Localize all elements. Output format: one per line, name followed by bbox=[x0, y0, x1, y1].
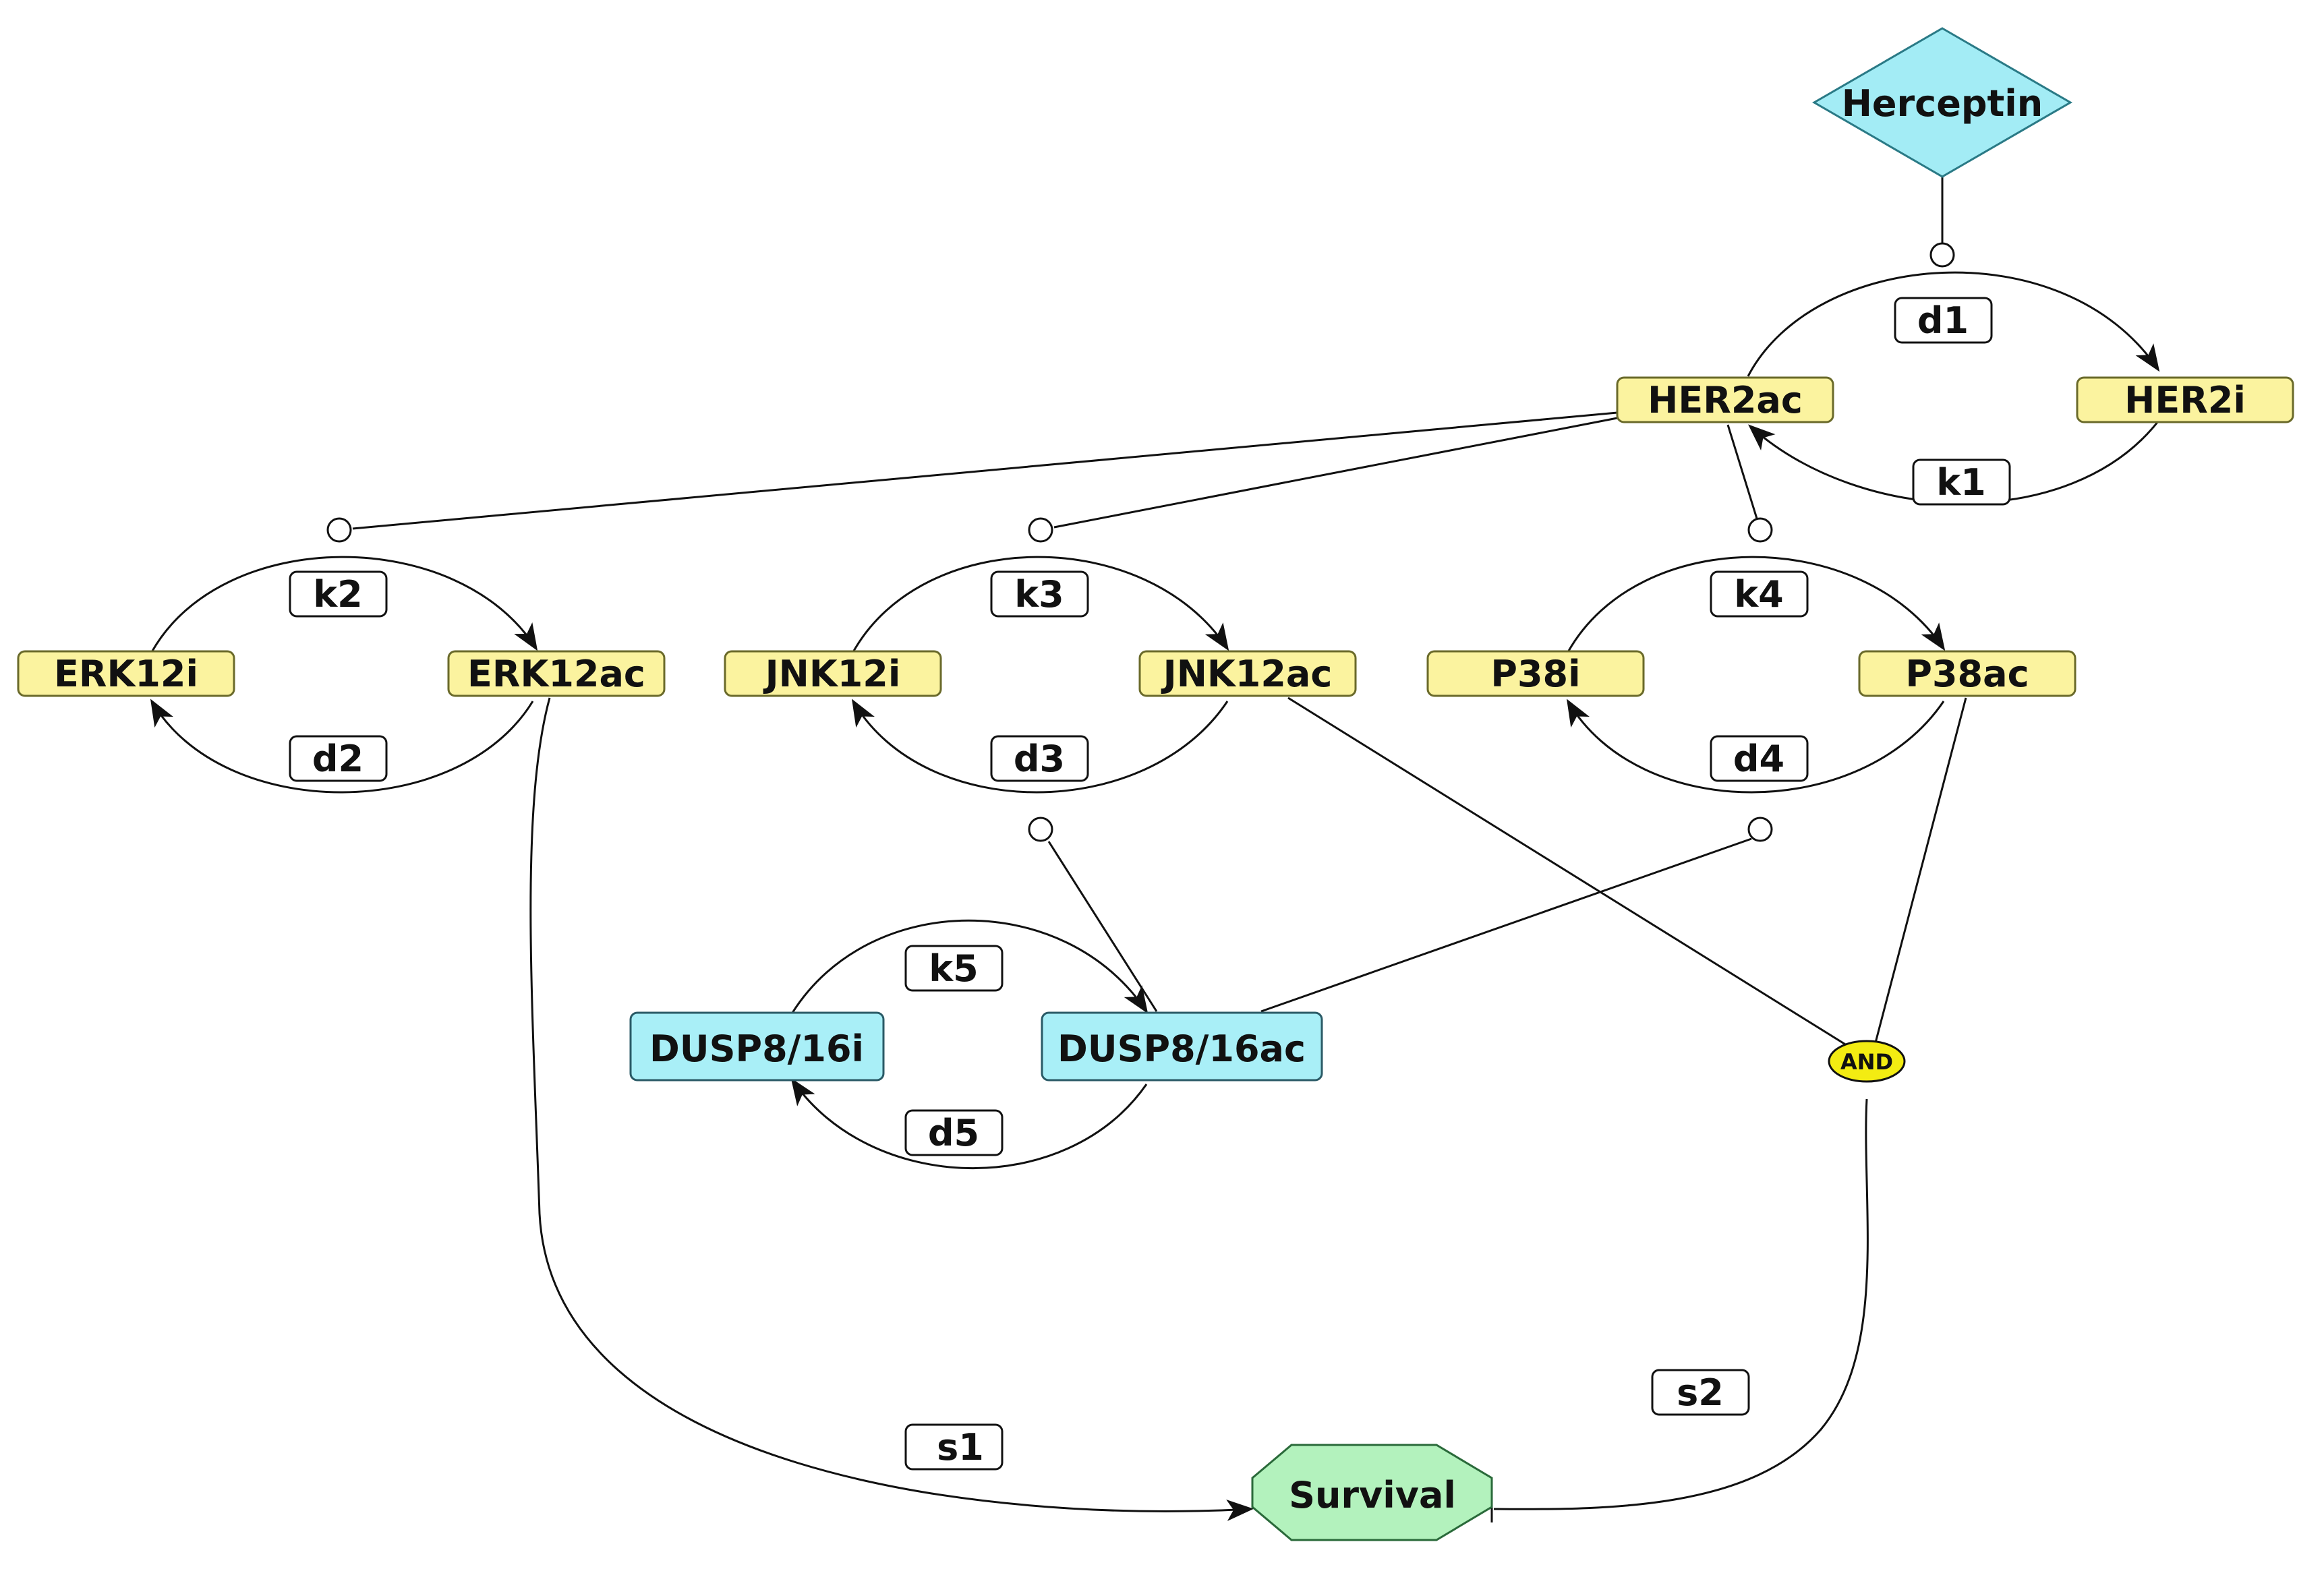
dusp-to-d3-edge bbox=[1047, 841, 1158, 1012]
reaction-label-k3-text: k3 bbox=[1014, 573, 1064, 616]
reaction-label-d1[interactable]: d1 bbox=[1894, 297, 1993, 344]
d2-arc bbox=[150, 699, 534, 794]
d3-modifier-circle bbox=[1028, 817, 1053, 842]
reaction-label-d2-text: d2 bbox=[312, 738, 364, 780]
node-herceptin-label: Herceptin bbox=[1842, 82, 2043, 125]
modifier-sites bbox=[326, 242, 1955, 842]
reaction-label-d5-text: d5 bbox=[928, 1112, 979, 1154]
node-jnk12i-label: JNK12i bbox=[763, 653, 901, 695]
d5-arc bbox=[790, 1077, 1148, 1170]
her2ac-to-k2-edge bbox=[352, 411, 1618, 530]
reaction-label-s1[interactable]: s1 bbox=[904, 1423, 1004, 1471]
d4-modifier-circle bbox=[1747, 817, 1773, 842]
reaction-label-k1-text: k1 bbox=[1936, 461, 1986, 504]
node-erk12ac[interactable]: ERK12ac bbox=[447, 650, 666, 697]
node-p38ac-label: P38ac bbox=[1905, 653, 2029, 695]
node-p38i[interactable]: P38i bbox=[1426, 650, 1645, 697]
k4-modifier-circle bbox=[1747, 517, 1773, 543]
reaction-label-s2[interactable]: s2 bbox=[1651, 1369, 1750, 1416]
reaction-label-d5[interactable]: d5 bbox=[904, 1109, 1004, 1156]
node-dusp-ac[interactable]: DUSP8/16ac bbox=[1041, 1011, 1323, 1082]
node-dusp-i[interactable]: DUSP8/16i bbox=[629, 1011, 885, 1082]
reaction-label-s1-text: s1 bbox=[937, 1426, 984, 1469]
jnk12ac-to-and-edge bbox=[1287, 697, 1847, 1046]
node-p38i-label: P38i bbox=[1490, 653, 1580, 695]
d4-arc bbox=[1566, 699, 1945, 794]
her2ac-to-k4-edge bbox=[1726, 424, 1758, 519]
s2-edge bbox=[1493, 1098, 1869, 1510]
reaction-label-k3[interactable]: k3 bbox=[990, 570, 1089, 618]
node-and-gate[interactable]: AND bbox=[1828, 1040, 1906, 1083]
node-jnk12ac-label: JNK12ac bbox=[1161, 653, 1333, 695]
d3-arc bbox=[851, 699, 1229, 794]
k4-arc bbox=[1567, 556, 1946, 653]
reaction-label-k1[interactable]: k1 bbox=[1912, 458, 2011, 506]
k2-modifier-circle bbox=[326, 517, 352, 543]
reaction-label-k5-text: k5 bbox=[929, 947, 979, 990]
reaction-label-k2[interactable]: k2 bbox=[289, 570, 388, 618]
node-dusp-ac-label: DUSP8/16ac bbox=[1057, 1028, 1306, 1070]
node-her2i-label: HER2i bbox=[2124, 379, 2246, 421]
node-erk12i[interactable]: ERK12i bbox=[17, 650, 235, 697]
node-survival-label: Survival bbox=[1289, 1474, 1456, 1516]
nodes: Herceptin HER2ac HER2i ERK12i ERK12ac JN… bbox=[17, 27, 2294, 1541]
node-herceptin[interactable]: Herceptin bbox=[1812, 27, 2072, 178]
reaction-label-d3-text: d3 bbox=[1014, 738, 1065, 780]
reaction-labels: d1 k1 k2 d2 k3 d3 k4 d4 bbox=[289, 297, 2011, 1471]
reaction-label-d4-text: d4 bbox=[1733, 738, 1784, 780]
k3-modifier-circle bbox=[1028, 517, 1053, 543]
k5-arc bbox=[791, 919, 1149, 1014]
reaction-label-k2-text: k2 bbox=[313, 573, 363, 616]
dusp-to-d4-edge bbox=[1260, 837, 1752, 1013]
reaction-label-d3[interactable]: d3 bbox=[990, 735, 1089, 782]
reaction-label-d4[interactable]: d4 bbox=[1710, 735, 1809, 782]
node-jnk12i[interactable]: JNK12i bbox=[724, 650, 942, 697]
node-erk12i-label: ERK12i bbox=[54, 653, 198, 695]
reaction-label-k5[interactable]: k5 bbox=[904, 945, 1004, 992]
her2ac-to-k3-edge bbox=[1053, 417, 1618, 529]
node-dusp-i-label: DUSP8/16i bbox=[649, 1028, 864, 1070]
p38ac-to-and-edge bbox=[1873, 697, 1967, 1046]
d1-modifier-circle bbox=[1929, 242, 1955, 268]
k2-arc bbox=[150, 556, 538, 653]
reaction-label-k4-text: k4 bbox=[1734, 573, 1784, 616]
reaction-label-d2[interactable]: d2 bbox=[289, 735, 388, 782]
reaction-label-d1-text: d1 bbox=[1917, 299, 1969, 342]
k3-arc bbox=[852, 556, 1229, 653]
node-jnk12ac[interactable]: JNK12ac bbox=[1138, 650, 1357, 697]
node-p38ac[interactable]: P38ac bbox=[1858, 650, 2076, 697]
d1-arc bbox=[1747, 271, 2160, 377]
reaction-label-k4[interactable]: k4 bbox=[1710, 570, 1809, 618]
s1-edge bbox=[529, 697, 1254, 1521]
node-her2i[interactable]: HER2i bbox=[2076, 376, 2294, 423]
node-and-gate-label: AND bbox=[1840, 1049, 1893, 1075]
reaction-label-s2-text: s2 bbox=[1677, 1371, 1724, 1414]
node-survival[interactable]: Survival bbox=[1251, 1444, 1493, 1541]
node-erk12ac-label: ERK12ac bbox=[467, 653, 645, 695]
edges bbox=[150, 177, 2160, 1522]
node-her2ac-label: HER2ac bbox=[1648, 379, 1803, 421]
node-her2ac[interactable]: HER2ac bbox=[1616, 376, 1834, 423]
